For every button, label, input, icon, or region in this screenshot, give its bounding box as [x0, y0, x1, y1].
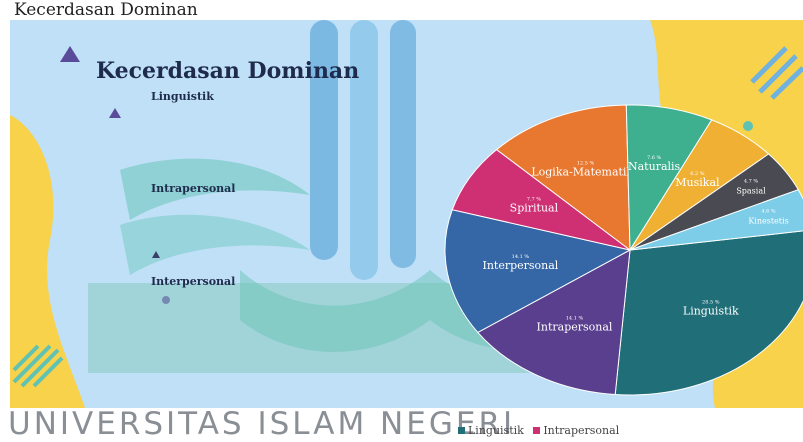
section-heading-interpersonal: Interpersonal	[151, 275, 236, 288]
pie-slice-percent-4: 12.5 %	[577, 160, 595, 166]
pie-slice-label-2: Interpersonal	[482, 259, 558, 272]
decor-blue-bar-1	[310, 20, 338, 260]
decor-stripes-left	[12, 344, 64, 388]
pie-slice-label-3: Spiritual	[510, 202, 559, 215]
legend-label-0: Linguistik	[468, 424, 524, 437]
pie-slice-4	[495, 104, 631, 252]
linguistik-triangle	[109, 108, 121, 118]
decor-blue-bar-3	[390, 20, 416, 268]
title-triangle	[60, 46, 80, 62]
decor-teal-swoosh-1	[120, 158, 310, 220]
decor-purple-dot	[162, 296, 170, 304]
pie-slice-percent-3: 7.7 %	[527, 197, 542, 203]
top-strip: Kecerdasan Dominan	[0, 0, 803, 22]
pie-slice-label-1: Intrapersonal	[537, 320, 613, 333]
pie-slice-percent-6: 6.2 %	[690, 171, 705, 177]
pie-slice-1	[477, 249, 631, 396]
pie-slice-2	[444, 209, 632, 334]
decor-blue-bar-2	[350, 20, 378, 280]
pie-slice-0	[614, 230, 803, 396]
decor-stripes-right	[750, 46, 803, 100]
pie-slice-label-4: Logika-Matematika	[531, 165, 640, 178]
slide-title: Kecerdasan Dominan	[96, 58, 360, 84]
decor-teal-swoosh-2	[120, 214, 310, 275]
pie-slice-label-0: Linguistik	[683, 305, 739, 318]
caption-text: Kecerdasan Dominan	[14, 0, 198, 20]
decor-teal-dot	[743, 121, 753, 131]
legend-label-1: Intrapersonal	[543, 424, 620, 437]
legend-swatch-1	[533, 427, 541, 434]
pie-slice-percent-8: 4.6 %	[761, 208, 776, 214]
pie-slice-label-6: Musikal	[675, 176, 720, 189]
slide: Kecerdasan Dominan Linguistik Intraperso…	[10, 20, 803, 408]
interpersonal-triangle	[152, 251, 160, 258]
pie-slice-percent-5: 7.6 %	[647, 155, 662, 161]
chart-legend: Linguistik Intrapersonal	[452, 424, 619, 437]
pie-slice-percent-1: 14.1 %	[566, 315, 584, 321]
legend-swatch-0	[458, 427, 465, 434]
pie-slice-label-7: Spasial	[736, 186, 766, 195]
section-heading-intrapersonal: Intrapersonal	[151, 182, 236, 195]
pie-slice-8	[629, 189, 803, 251]
watermark-text: UNIVERSITAS ISLAM NEGERI	[8, 406, 516, 442]
section-heading-linguistik: Linguistik	[151, 90, 214, 103]
pie-slice-percent-2: 14.1 %	[512, 254, 530, 260]
pie-slice-percent-0: 28.5 %	[702, 300, 720, 306]
pie-slice-label-5: Naturalis	[628, 160, 681, 173]
decor-yellow-blob-left	[10, 115, 85, 408]
pie-slice-label-8: Kinestetis	[748, 216, 788, 225]
pie-slice-percent-7: 4.7 %	[744, 178, 759, 184]
